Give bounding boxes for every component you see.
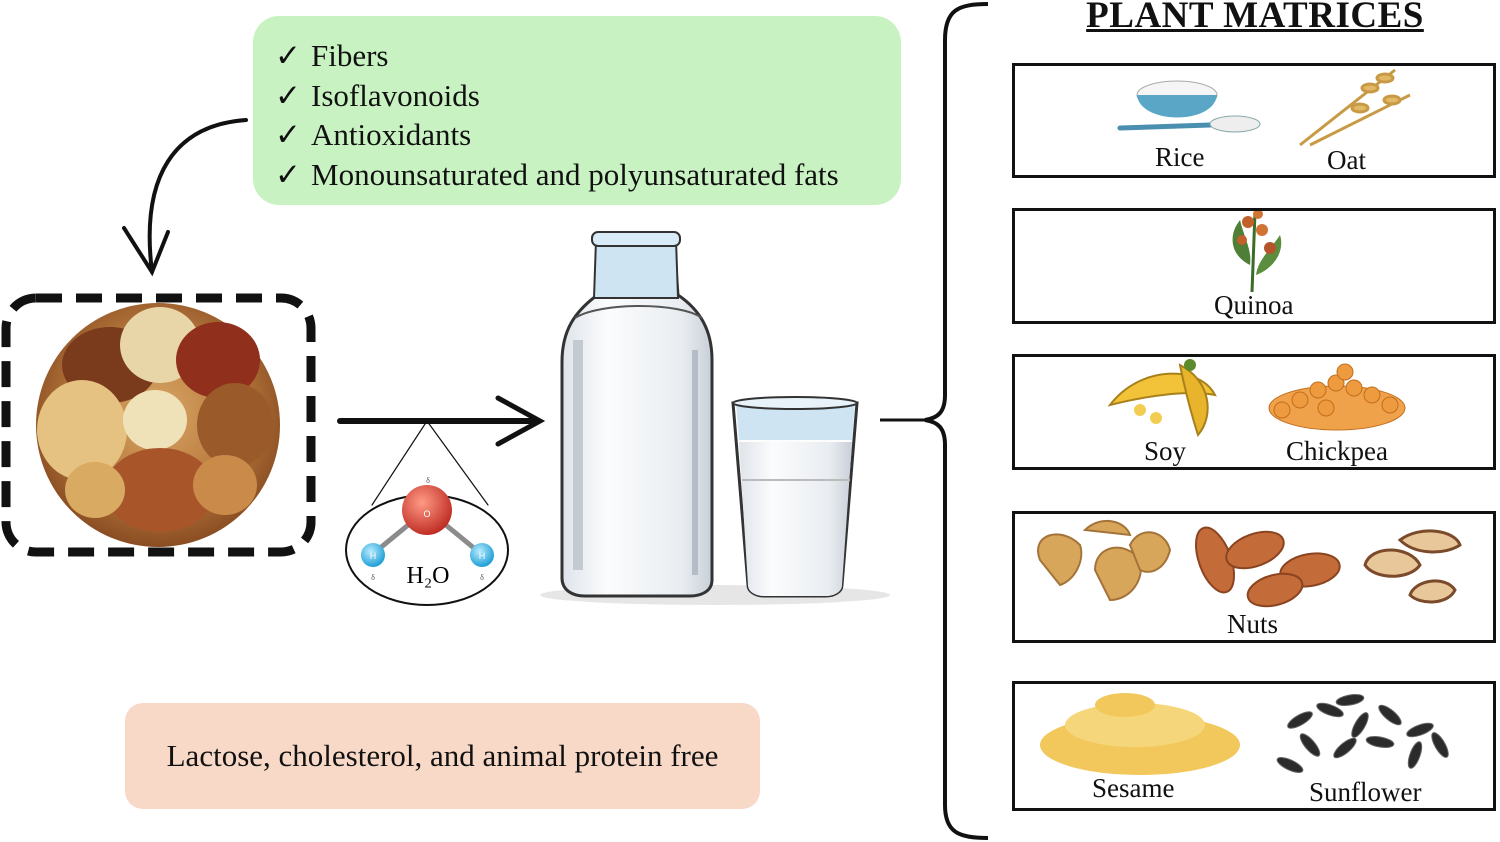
matrix-box-soy-chickpea: Soy Chickpea [1012,354,1496,470]
hydrogen-label: H [479,551,486,561]
sesame-pile-icon [1040,693,1240,775]
benefit-item: ✓Antioxidants [275,115,901,155]
benefit-item: ✓Isoflavonoids [275,76,901,116]
curly-bracket [924,2,989,840]
matrix-box-sesame-sunflower: Sesame Sunflower [1012,681,1496,811]
brazil-nut-icon [1363,529,1462,604]
checkmark-icon: ✓ [275,117,301,152]
delta-label: δ [426,476,430,485]
delta-label: δ [480,573,484,582]
quinoa-plant-icon [1232,209,1282,293]
checkmark-icon: ✓ [275,77,301,113]
cashew-icon [1037,520,1172,602]
quinoa-label: Quinoa [1214,290,1294,320]
mixed-nuts-image [36,303,280,547]
matrix-box-nuts: Nuts [1012,511,1496,643]
water-formula-label: H₂O [406,563,449,589]
water-molecule-icon: O H H δ δ δ H₂O [345,476,509,606]
process-arrow-icon [337,395,546,506]
free-of-label: Lactose, cholesterol, and animal protein… [166,738,719,773]
almond-icon [1194,526,1341,608]
chickpea-pile-icon [1268,363,1406,431]
sesame-label: Sesame [1092,773,1175,803]
free-of-box: Lactose, cholesterol, and animal protein… [125,703,760,809]
curved-arrow-icon [122,118,248,277]
hydrogen-label: H [370,551,377,561]
nuts-dashed-frame [1,293,316,557]
benefit-item: ✓Monounsaturated and polyunsaturated fat… [275,155,901,195]
sunflower-label: Sunflower [1309,777,1422,807]
benefit-item: ✓Fibers [275,36,901,76]
delta-label: δ [371,573,375,582]
oxygen-label: O [423,509,430,519]
soy-label: Soy [1144,436,1187,466]
oat-label: Oat [1327,145,1366,175]
sunflower-seeds-icon [1276,694,1449,773]
nuts-label: Nuts [1227,609,1279,639]
matrix-box-rice-oat: Rice Oat [1012,63,1496,178]
matrix-box-quinoa: Quinoa [1012,208,1496,324]
checkmark-icon: ✓ [275,156,301,192]
soybean-icon [1107,359,1217,438]
chickpea-label: Chickpea [1286,436,1388,466]
rice-label: Rice [1155,142,1205,172]
checkmark-icon: ✓ [275,38,301,73]
milk-glass-image [731,396,859,598]
plant-matrices-title: PLANT MATRICES [1086,0,1424,36]
oat-stalk-icon [1299,68,1411,147]
benefits-box: ✓Fibers ✓Isoflavonoids ✓Antioxidants ✓Mo… [253,16,901,205]
rice-bowl-icon [1117,80,1261,133]
